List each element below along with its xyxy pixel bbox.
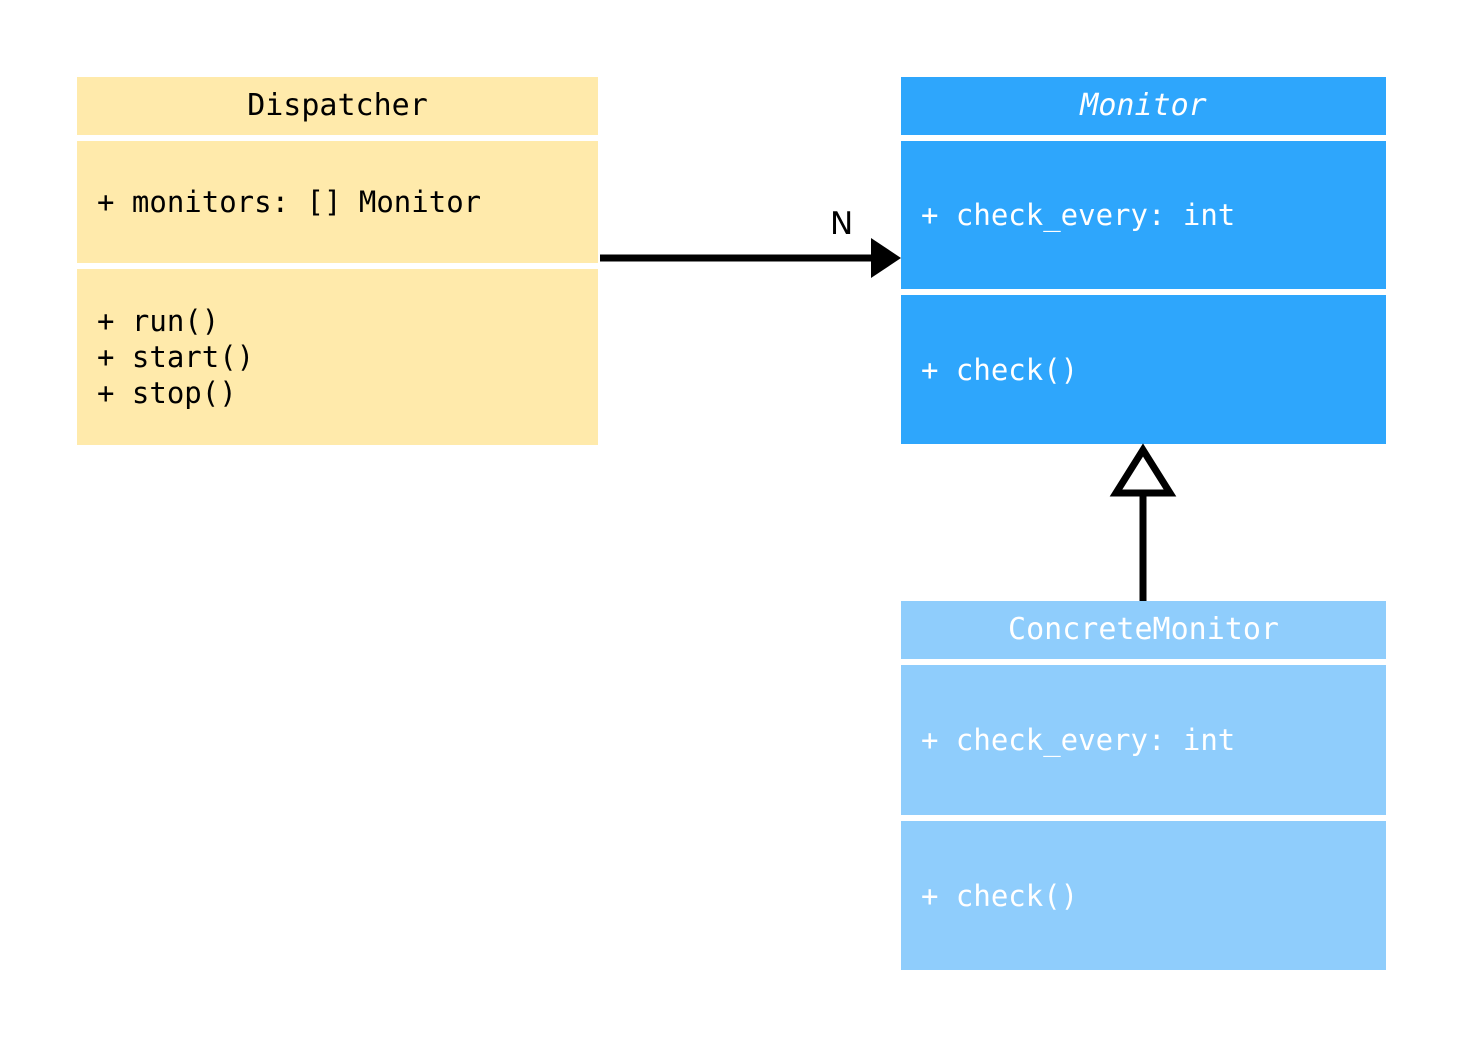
class-attributes-concrete-monitor: + check_every: int bbox=[901, 665, 1386, 815]
class-methods-monitor: + check() bbox=[901, 295, 1386, 444]
filled-arrowhead-icon bbox=[871, 238, 901, 278]
attribute-item: + monitors: [] Monitor bbox=[97, 185, 482, 219]
class-methods-dispatcher: + run() + start() + stop() bbox=[77, 269, 598, 445]
class-attributes-monitor: + check_every: int bbox=[901, 141, 1386, 289]
class-methods-concrete-monitor: + check() bbox=[901, 821, 1386, 970]
multiplicity-label-n: N bbox=[830, 206, 854, 242]
generalization-concrete-monitor bbox=[1109, 443, 1177, 601]
class-attributes-dispatcher: + monitors: [] Monitor bbox=[77, 141, 598, 263]
method-item: + start() bbox=[97, 340, 255, 374]
association-dispatcher-monitor bbox=[600, 238, 901, 278]
class-title-concrete-monitor: ConcreteMonitor bbox=[901, 601, 1386, 659]
attribute-item: + check_every: int bbox=[921, 723, 1236, 757]
attribute-item: + check_every: int bbox=[921, 198, 1236, 232]
method-item: + check() bbox=[921, 352, 1079, 387]
hollow-triangle-arrowhead-icon bbox=[1109, 443, 1177, 497]
class-box-concrete-monitor[interactable]: ConcreteMonitor + check_every: int + che… bbox=[901, 601, 1386, 970]
class-title-monitor: Monitor bbox=[901, 77, 1386, 135]
class-box-dispatcher[interactable]: Dispatcher + monitors: [] Monitor + run(… bbox=[77, 77, 598, 445]
method-item: + check() bbox=[921, 878, 1079, 913]
class-box-monitor[interactable]: Monitor + check_every: int + check() bbox=[901, 77, 1386, 444]
method-item: + run() bbox=[97, 304, 220, 338]
class-title-dispatcher: Dispatcher bbox=[77, 77, 598, 135]
method-item: + stop() bbox=[97, 376, 237, 410]
